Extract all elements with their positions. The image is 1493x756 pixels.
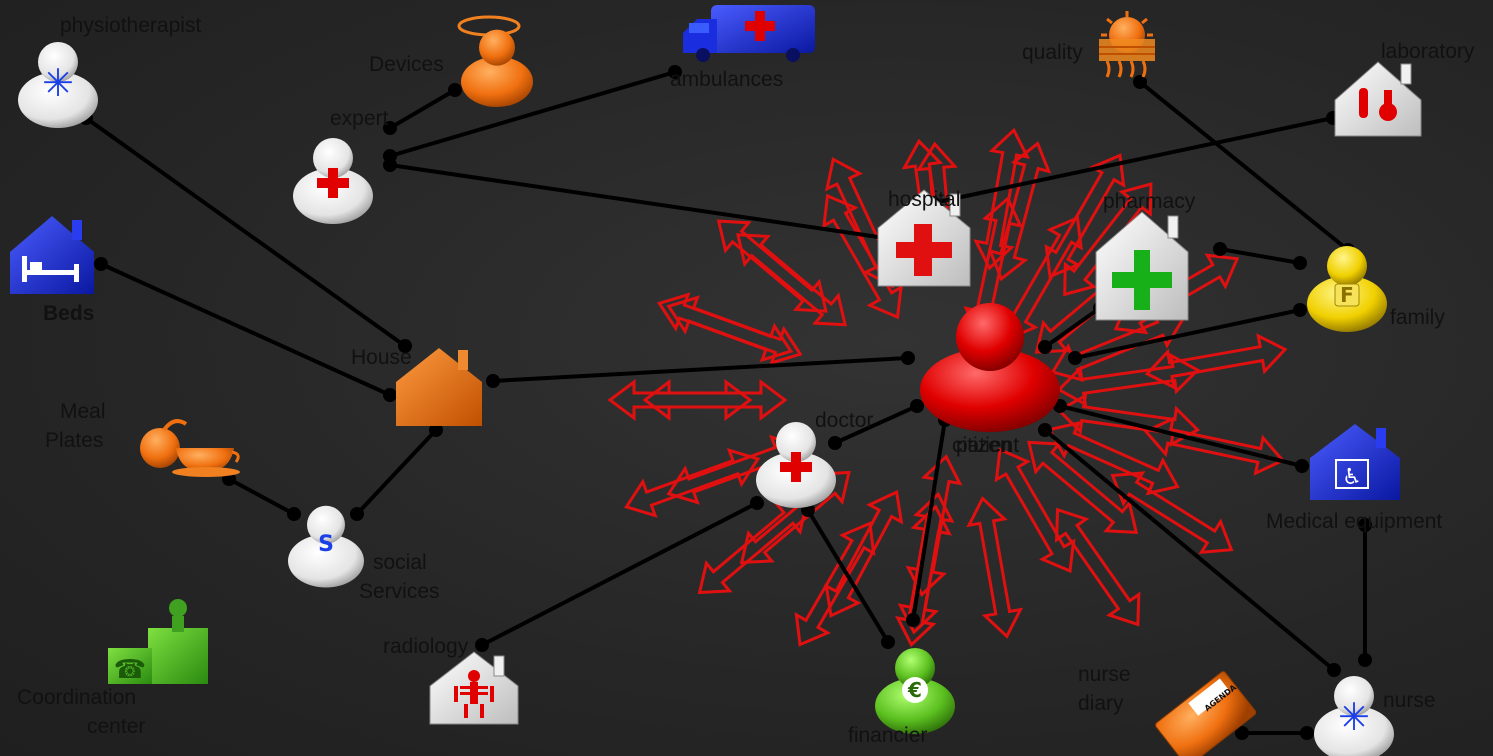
connector-dot	[287, 507, 301, 521]
connector-dot	[486, 374, 500, 388]
label-coordination-line1: Coordination	[17, 686, 137, 709]
connector-dot	[906, 613, 920, 627]
connector-dot	[429, 423, 443, 437]
svg-text:✳: ✳	[1338, 695, 1370, 739]
beds-icon	[10, 216, 94, 294]
radiology-icon	[429, 651, 519, 725]
connector-dot	[1295, 459, 1309, 473]
burst-arrow	[963, 493, 1027, 641]
physiotherapist-icon: ✳	[18, 42, 98, 128]
connector-dot	[1213, 242, 1227, 256]
label-radiology: radiology	[383, 635, 469, 658]
connector-dot	[1327, 663, 1341, 677]
burst-arrow	[902, 452, 966, 600]
svg-text:☎: ☎	[114, 655, 146, 685]
label-meal-line2: Plates	[45, 429, 104, 452]
connector-dot	[1293, 303, 1307, 317]
connector-dots	[79, 65, 1372, 740]
doctor-icon	[756, 422, 836, 508]
meal-plates-icon	[140, 419, 240, 477]
connector-dot	[1038, 340, 1052, 354]
label-financier: financier	[848, 724, 928, 747]
label-nurse: nurse	[1383, 689, 1436, 712]
patient-icon	[920, 303, 1060, 432]
connector-dot	[828, 436, 842, 450]
hospital-icon	[877, 189, 971, 287]
label-physiotherapist: physiotherapist	[60, 14, 202, 37]
label-doctor: doctor	[815, 409, 874, 432]
connector-dot	[94, 257, 108, 271]
connector-dot	[1300, 726, 1314, 740]
burst-arrow	[1054, 391, 1202, 450]
connector-dot	[1068, 351, 1082, 365]
connector-dot	[881, 635, 895, 649]
connector-dot	[750, 496, 764, 510]
label-patient: patient	[956, 434, 1020, 457]
label-social-line2: Services	[359, 580, 440, 603]
connector-dot	[350, 507, 364, 521]
connector-dot	[398, 339, 412, 353]
connector-dot	[1358, 518, 1372, 532]
family-icon	[1307, 246, 1387, 332]
connector-dot	[475, 638, 489, 652]
label-devices: Devices	[369, 53, 444, 76]
connector-dot	[383, 121, 397, 135]
devices-icon	[457, 15, 533, 107]
house-icon	[396, 348, 482, 426]
connector-dot	[901, 351, 915, 365]
connector-dot	[1133, 75, 1147, 89]
financier-icon	[875, 648, 955, 734]
label-citizen: citizen	[952, 434, 1012, 457]
laboratory-icon	[1334, 61, 1422, 137]
connector-dot	[448, 83, 462, 97]
quality-icon	[1099, 11, 1155, 78]
connector-dot	[1293, 256, 1307, 270]
burst-arrow	[705, 205, 839, 327]
expert-icon	[293, 138, 373, 224]
svg-text:♿: ♿	[1342, 465, 1362, 490]
burst-arrow	[782, 512, 888, 656]
label-pharmacy: pharmacy	[1103, 190, 1196, 213]
connector-dot	[668, 65, 682, 79]
burst-arrow	[651, 284, 799, 370]
svg-text:✳: ✳	[42, 61, 74, 105]
connector-dot	[910, 399, 924, 413]
label-laboratory: laboratory	[1381, 40, 1475, 63]
connector-dot	[383, 388, 397, 402]
label-nurse-diary-line1: nurse	[1078, 663, 1131, 686]
ambulance-icon	[683, 5, 815, 62]
label-expert: expert	[330, 107, 389, 130]
label-quality: quality	[1022, 41, 1083, 64]
connector-lines	[84, 70, 1367, 735]
connector-dot	[1038, 423, 1052, 437]
burst-arrow	[643, 380, 787, 420]
burst-arrow	[894, 489, 958, 637]
label-ambulances: ambulances	[670, 68, 784, 91]
burst-arrow	[724, 219, 859, 341]
label-meal-line1: Meal	[60, 400, 106, 423]
nurse-icon: ✳	[1314, 676, 1394, 756]
medical-equipment-icon: ♿	[1310, 424, 1400, 500]
coordination-center-icon: ☎	[108, 599, 208, 685]
agenda-icon	[1155, 671, 1257, 756]
connector-dot	[383, 158, 397, 172]
label-coordination-line2: center	[87, 715, 146, 738]
financier-badge: €	[907, 678, 922, 702]
label-hospital: hospital	[888, 188, 961, 211]
label-family: family	[1390, 306, 1445, 329]
connector-dot	[1235, 726, 1249, 740]
burst-arrow	[1040, 411, 1187, 505]
burst-arrow	[892, 502, 955, 650]
label-social-line1: social	[373, 551, 427, 574]
connector-dot	[1358, 653, 1372, 667]
social-badge: S	[318, 532, 334, 557]
label-beds: Beds	[43, 302, 95, 325]
family-badge: F	[1340, 283, 1354, 307]
burst-arrow	[608, 380, 752, 420]
label-medical-equipment: Medical equipment	[1266, 510, 1443, 533]
label-nurse-diary-line2: diary	[1078, 692, 1124, 715]
label-house: House	[351, 346, 412, 369]
pharmacy-icon	[1095, 211, 1189, 321]
